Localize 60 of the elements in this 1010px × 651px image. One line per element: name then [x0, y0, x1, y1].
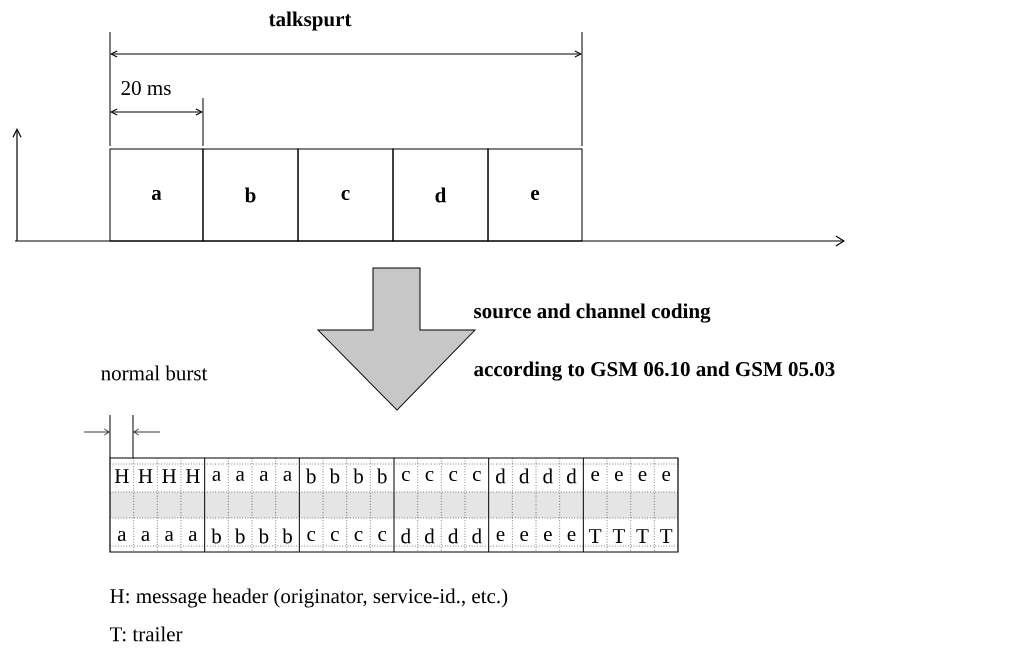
cell-letter: T	[612, 529, 625, 543]
cell-letter: c	[449, 470, 458, 482]
cell-letter: a	[259, 471, 269, 482]
cell-letter: e	[638, 470, 647, 482]
cell-letter: c	[473, 470, 481, 482]
cell-letter: H	[138, 469, 153, 483]
cell-letter: e	[591, 470, 600, 482]
cell-letter: e	[520, 530, 529, 542]
cell-letter: a	[188, 531, 198, 542]
cell-letter: c	[307, 530, 316, 542]
cell-letter: a	[283, 471, 292, 482]
cell-letter: e	[662, 470, 671, 482]
cell-letter: c	[378, 530, 387, 542]
cell-letter: b	[329, 468, 340, 484]
dimension-label: normal burst	[101, 365, 208, 381]
speech-frame-box: d	[392, 148, 489, 242]
legend-text: H: message header (originator, service-id., etc.)	[110, 588, 508, 608]
cell-letter: e	[544, 530, 552, 542]
cell-letter: e	[496, 530, 505, 542]
cell-letter: b	[258, 528, 269, 544]
cell-letter: H	[114, 469, 129, 483]
cell-letter: c	[331, 530, 339, 542]
cell-letter: d	[496, 468, 506, 484]
cell-letter: a	[212, 471, 221, 482]
cell-letter: d	[519, 468, 530, 484]
cell-letter: b	[282, 528, 292, 544]
cell-letter: c	[402, 470, 410, 482]
cell-letter: T	[636, 529, 649, 543]
cell-letter: d	[425, 528, 435, 544]
cell-letter: b	[234, 528, 245, 544]
note-text: source and channel coding	[474, 303, 711, 323]
dimension-label: talkspurt	[268, 11, 352, 31]
cell-letter: a	[117, 531, 127, 542]
cell-letter: b	[305, 468, 316, 484]
cell-letter: a	[165, 531, 174, 542]
cell-letter: a	[141, 531, 150, 542]
note-text: according to GSM 06.10 and GSM 05.03	[474, 361, 835, 381]
cell-letter: H	[185, 469, 200, 483]
speech-frame-box: e	[487, 148, 583, 242]
cell-letter: a	[236, 471, 245, 482]
cell-letter: b	[376, 468, 387, 484]
cell-letter: d	[543, 468, 553, 484]
dimension-label: 20 ms	[121, 80, 171, 96]
cell-letter: c	[425, 470, 434, 482]
cell-letter: H	[162, 469, 177, 483]
speech-frame-box: c	[297, 148, 394, 242]
cell-letter: e	[615, 470, 623, 482]
cell-letter: b	[211, 528, 221, 544]
cell-letter: T	[589, 529, 602, 543]
cell-letter: d	[401, 528, 411, 544]
cell-letter: c	[354, 530, 363, 542]
cell-letter: d	[472, 528, 482, 544]
speech-frame-box: a	[109, 148, 204, 242]
cell-letter: d	[567, 468, 577, 484]
cell-letter: d	[448, 528, 459, 544]
legend-text: T: trailer	[109, 626, 183, 642]
cell-letter: e	[567, 530, 576, 542]
cell-letter: b	[353, 468, 363, 484]
cell-letter: T	[660, 529, 673, 543]
speech-frame-box: b	[202, 148, 299, 242]
